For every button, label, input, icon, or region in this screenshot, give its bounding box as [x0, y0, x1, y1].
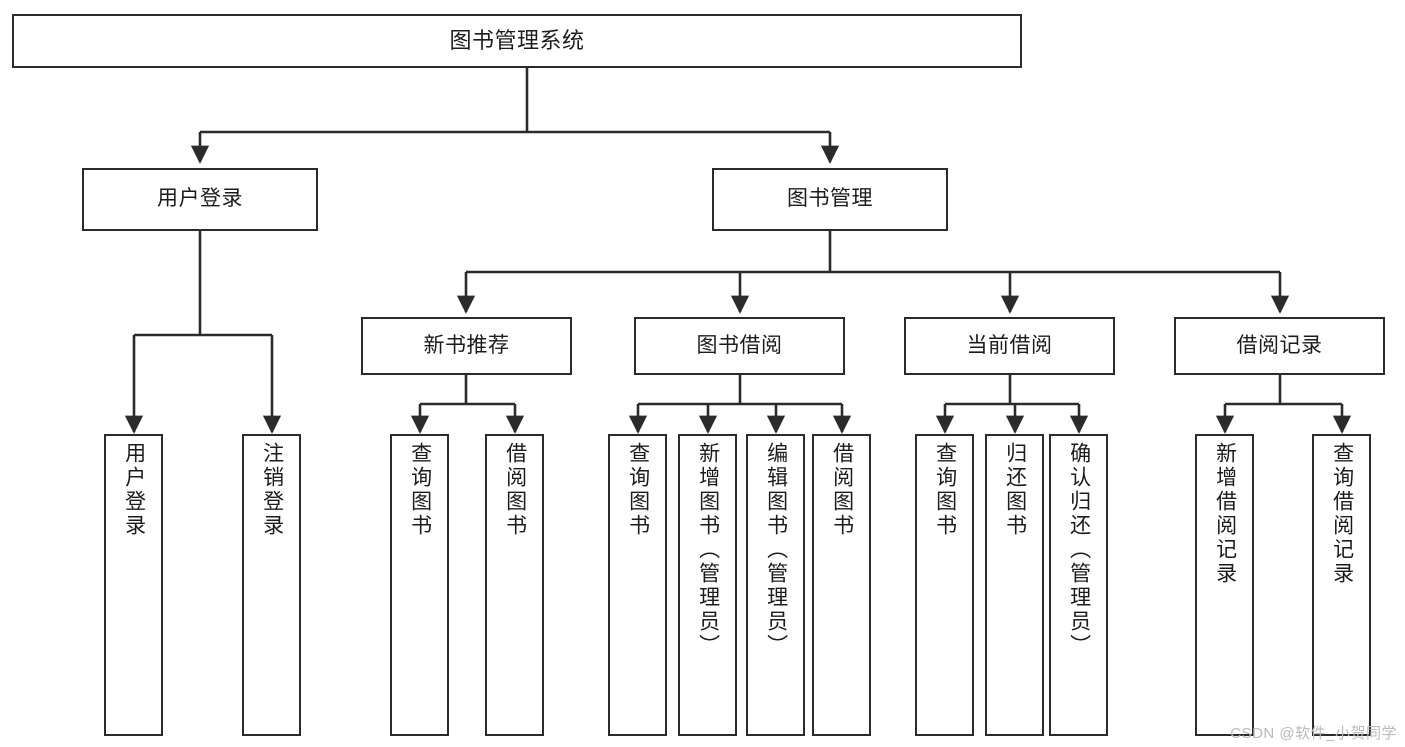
node-new-book-recommend[interactable]: 新书推荐	[361, 317, 572, 375]
node-root-book-management-system[interactable]: 图书管理系统	[12, 14, 1022, 68]
node-label: 当前借阅	[966, 333, 1053, 357]
node-label: 查询图书	[408, 442, 432, 538]
leaf-borrow-add-book-admin[interactable]: 新增图书（管理员）	[678, 434, 737, 736]
node-label: 图书管理	[787, 187, 873, 211]
leaf-record-query-record[interactable]: 查询借阅记录	[1312, 434, 1371, 736]
node-label: 用户登录	[122, 442, 146, 538]
watermark: CSDN @软件_小贺同学	[1230, 725, 1397, 742]
node-label: 查询借阅记录	[1330, 442, 1354, 586]
node-user-login[interactable]: 用户登录	[82, 168, 318, 231]
node-label: 新书推荐	[423, 333, 510, 357]
node-label: 借阅图书	[503, 442, 527, 538]
leaf-borrow-borrow-book[interactable]: 借阅图书	[812, 434, 871, 736]
leaf-borrow-edit-book-admin[interactable]: 编辑图书（管理员）	[746, 434, 805, 736]
node-label: 图书管理系统	[449, 28, 585, 54]
node-label: 新增借阅记录	[1213, 442, 1237, 586]
node-label: 用户登录	[157, 187, 243, 211]
leaf-current-query-book[interactable]: 查询图书	[915, 434, 974, 736]
leaf-user-login-logout[interactable]: 注销登录	[242, 434, 301, 736]
leaf-current-confirm-return-admin[interactable]: 确认归还（管理员）	[1049, 434, 1108, 736]
node-label: 编辑图书（管理员）	[764, 442, 788, 658]
leaf-borrow-query-book[interactable]: 查询图书	[608, 434, 667, 736]
node-label: 借阅图书	[830, 442, 854, 538]
node-label: 查询图书	[933, 442, 957, 538]
node-current-borrow[interactable]: 当前借阅	[904, 317, 1115, 375]
node-label: 确认归还（管理员）	[1067, 442, 1091, 658]
node-book-management[interactable]: 图书管理	[712, 168, 948, 231]
node-label: 新增图书（管理员）	[696, 442, 720, 658]
node-label: 图书借阅	[696, 333, 783, 357]
leaf-recommend-query-book[interactable]: 查询图书	[390, 434, 449, 736]
node-label: 查询图书	[626, 442, 650, 538]
leaf-user-login-login[interactable]: 用户登录	[104, 434, 163, 736]
node-label: 注销登录	[260, 442, 284, 538]
leaf-recommend-borrow-book[interactable]: 借阅图书	[485, 434, 544, 736]
node-label: 借阅记录	[1236, 333, 1323, 357]
leaf-current-return-book[interactable]: 归还图书	[985, 434, 1044, 736]
node-book-borrow[interactable]: 图书借阅	[634, 317, 845, 375]
node-label: 归还图书	[1003, 442, 1027, 538]
node-borrow-record[interactable]: 借阅记录	[1174, 317, 1385, 375]
leaf-record-add-record[interactable]: 新增借阅记录	[1195, 434, 1254, 736]
